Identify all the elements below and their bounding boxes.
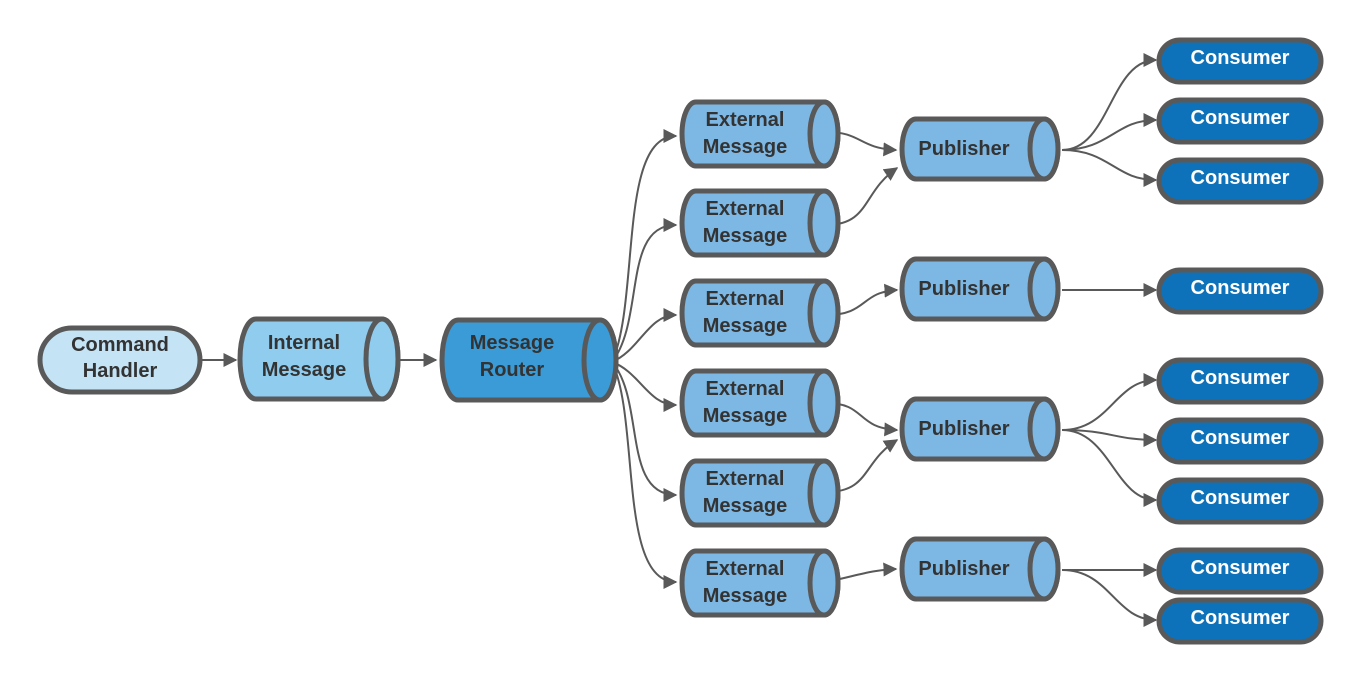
external-message-node[interactable]: External Message <box>679 548 841 618</box>
consumer-node[interactable]: Consumer <box>1156 547 1324 595</box>
message-router-cap <box>581 317 619 403</box>
message-router-node[interactable]: Message Router <box>439 317 619 403</box>
consumer-label: Consumer <box>1191 557 1290 579</box>
edge-publisher-3-to-consumer-6 <box>1061 429 1158 447</box>
edge-router-to-external-4 <box>611 361 678 412</box>
edge-publisher-4-to-consumer-9 <box>1061 569 1158 627</box>
edge-router-to-external-2 <box>611 218 678 363</box>
external-message-label-line2: Message <box>703 585 788 607</box>
consumer-node[interactable]: Consumer <box>1156 417 1324 465</box>
consumer-label: Consumer <box>1191 277 1290 299</box>
consumer-node[interactable]: Consumer <box>1156 477 1324 525</box>
edge-publisher-1-to-consumer-1 <box>1061 53 1158 151</box>
consumer-shape <box>1156 97 1324 145</box>
external-message-cap <box>807 368 841 438</box>
edge-publisher-1-to-consumer-2 <box>1061 113 1158 151</box>
external-message-label-line1: External <box>706 198 785 220</box>
message-router-label-line2: Router <box>480 359 545 381</box>
consumer-node[interactable]: Consumer <box>1156 357 1324 405</box>
publisher-cap <box>1027 536 1061 602</box>
edge-router-to-external-3 <box>611 308 678 363</box>
consumer-node[interactable]: Consumer <box>1156 267 1324 315</box>
publisher-node[interactable]: Publisher <box>899 536 1061 602</box>
consumer-shape <box>1156 357 1324 405</box>
external-message-cap <box>807 188 841 258</box>
edge-publisher-1-to-consumer-3 <box>1061 149 1158 187</box>
edge-router-to-external-5 <box>611 361 678 502</box>
external-message-label-line1: External <box>706 378 785 400</box>
consumer-shape <box>1156 417 1324 465</box>
consumer-shape <box>1156 267 1324 315</box>
publisher-label: Publisher <box>918 138 1009 160</box>
external-message-label-line1: External <box>706 468 785 490</box>
publisher-cap <box>1027 396 1061 462</box>
publisher-node[interactable]: Publisher <box>899 256 1061 322</box>
external-message-label-line1: External <box>706 109 785 131</box>
internal-message-label-line1: Internal <box>268 332 340 354</box>
external-message-label-line2: Message <box>703 405 788 427</box>
internal-message-label-line2: Message <box>262 359 347 381</box>
consumer-node[interactable]: Consumer <box>1156 157 1324 205</box>
internal-message-node[interactable]: Internal Message <box>237 316 401 402</box>
publisher-node[interactable]: Publisher <box>899 396 1061 462</box>
consumer-shape <box>1156 547 1324 595</box>
command-handler-node[interactable]: Command Handler <box>37 325 203 395</box>
consumer-label: Consumer <box>1191 367 1290 389</box>
external-message-label-line2: Message <box>703 225 788 247</box>
external-message-label-line2: Message <box>703 136 788 158</box>
command-handler-label-line1: Command <box>71 334 169 356</box>
consumer-node[interactable]: Consumer <box>1156 37 1324 85</box>
consumers: Consumer Consumer Consumer Consumer Cons… <box>1156 37 1324 645</box>
consumer-label: Consumer <box>1191 427 1290 449</box>
publishers: Publisher Publisher Publisher Publisher <box>899 116 1061 602</box>
command-handler-label-line2: Handler <box>83 360 158 382</box>
external-message-cap <box>807 99 841 169</box>
consumer-label: Consumer <box>1191 107 1290 129</box>
message-router-label-line1: Message <box>470 332 555 354</box>
external-message-node[interactable]: External Message <box>679 368 841 438</box>
consumer-shape <box>1156 597 1324 645</box>
publisher-cap <box>1027 256 1061 322</box>
external-message-label-line1: External <box>706 558 785 580</box>
external-message-label-line2: Message <box>703 315 788 337</box>
consumer-node[interactable]: Consumer <box>1156 97 1324 145</box>
consumer-label: Consumer <box>1191 167 1290 189</box>
command-handler-shape <box>37 325 203 395</box>
external-message-node[interactable]: External Message <box>679 278 841 348</box>
external-message-cap <box>807 278 841 348</box>
consumer-node[interactable]: Consumer <box>1156 597 1324 645</box>
external-message-label-line2: Message <box>703 495 788 517</box>
external-message-cap <box>807 458 841 528</box>
publisher-label: Publisher <box>918 558 1009 580</box>
consumer-shape <box>1156 37 1324 85</box>
edge-publisher-3-to-consumer-5 <box>1061 373 1158 431</box>
publisher-label: Publisher <box>918 278 1009 300</box>
external-message-node[interactable]: External Message <box>679 99 841 169</box>
external-message-cap <box>807 548 841 618</box>
consumer-label: Consumer <box>1191 607 1290 629</box>
external-message-node[interactable]: External Message <box>679 458 841 528</box>
edge-router-to-external-1 <box>611 129 678 363</box>
publisher-node[interactable]: Publisher <box>899 116 1061 182</box>
consumer-label: Consumer <box>1191 487 1290 509</box>
consumer-shape <box>1156 477 1324 525</box>
edge-router-to-external-6 <box>611 361 678 589</box>
publisher-label: Publisher <box>918 418 1009 440</box>
publisher-cap <box>1027 116 1061 182</box>
consumer-label: Consumer <box>1191 47 1290 69</box>
edge-publisher-3-to-consumer-7 <box>1061 429 1158 507</box>
internal-message-cap <box>363 316 401 402</box>
external-messages: External Message External Message Extern… <box>679 99 841 618</box>
external-message-node[interactable]: External Message <box>679 188 841 258</box>
consumer-shape <box>1156 157 1324 205</box>
external-message-label-line1: External <box>706 288 785 310</box>
